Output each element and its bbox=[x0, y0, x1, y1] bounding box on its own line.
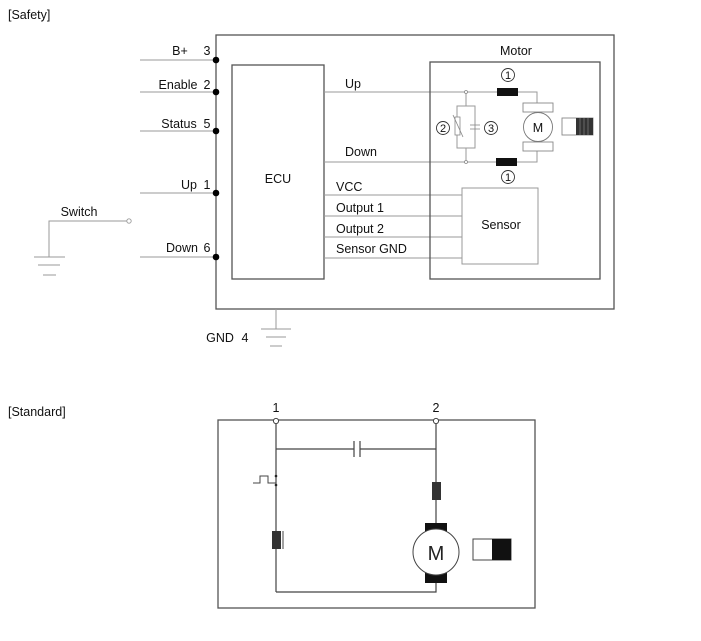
switch-contact-icon bbox=[126, 218, 132, 224]
motor-brush-bottom-icon bbox=[522, 141, 554, 152]
motor-block bbox=[429, 61, 601, 280]
pin-label-down: Down bbox=[166, 241, 198, 255]
terminal-1-label: 1 bbox=[273, 401, 280, 415]
output-label-sensor-gnd: Sensor GND bbox=[336, 242, 407, 256]
module-housing bbox=[215, 34, 615, 310]
pin-number-up: 1 bbox=[204, 178, 211, 192]
pin-dot-up bbox=[212, 189, 220, 197]
standard-module-housing bbox=[217, 419, 536, 609]
standard-magnet-icon bbox=[472, 538, 512, 561]
pin-label-enable: Enable bbox=[159, 78, 198, 92]
pin-number-enable: 2 bbox=[204, 78, 211, 92]
svg-text:1: 1 bbox=[505, 70, 511, 82]
standard-choke-left-icon bbox=[272, 531, 284, 549]
standard-choke-right-icon bbox=[432, 482, 441, 500]
varistor-icon bbox=[454, 116, 461, 136]
svg-text:M: M bbox=[428, 543, 445, 565]
pin-number-down: 6 bbox=[204, 241, 211, 255]
standard-wire-bottom bbox=[276, 583, 437, 593]
ground-label: GND bbox=[206, 331, 234, 345]
terminal-1-icon bbox=[272, 417, 280, 425]
pin-label-up: Up bbox=[181, 178, 197, 192]
switch: Switch bbox=[34, 205, 132, 276]
ecu-label: ECU bbox=[265, 172, 291, 186]
callout-varistor: 2 bbox=[436, 121, 450, 135]
terminal-2-icon bbox=[432, 417, 440, 425]
output-label-output2: Output 2 bbox=[336, 222, 384, 236]
output-label-up: Up bbox=[345, 77, 361, 91]
pin-dot-enable bbox=[212, 88, 220, 96]
svg-text:M: M bbox=[533, 121, 543, 135]
motor-brush-top-icon bbox=[522, 102, 554, 113]
connector-pins: B+ 3 Enable 2 Status 5 Up 1 Down 6 bbox=[140, 44, 220, 261]
switch-label: Switch bbox=[61, 205, 98, 219]
safety-section-title: [Safety] bbox=[8, 8, 50, 22]
pin-number-status: 5 bbox=[204, 117, 211, 131]
sensor-block bbox=[461, 187, 539, 265]
module-ground: GND 4 bbox=[206, 309, 291, 347]
ecu-block bbox=[231, 64, 325, 280]
choke-bottom-icon bbox=[496, 158, 517, 166]
standard-capacitor-icon bbox=[353, 441, 361, 457]
standard-motor-brush-top-icon bbox=[425, 523, 447, 533]
choke-top-icon bbox=[497, 88, 518, 96]
callout-choke-top: 1 bbox=[501, 68, 515, 82]
motor-wire-bottom bbox=[517, 151, 538, 163]
pin-number-bplus: 3 bbox=[204, 44, 211, 58]
pin-label-bplus: B+ bbox=[172, 44, 188, 58]
output-label-down: Down bbox=[345, 145, 377, 159]
svg-text:2: 2 bbox=[440, 123, 446, 135]
switch-ground-icon bbox=[34, 256, 65, 276]
sensor-label: Sensor bbox=[481, 218, 521, 232]
standard-section-title: [Standard] bbox=[8, 405, 66, 419]
ground-pin-number: 4 bbox=[242, 331, 249, 345]
pin-dot-status bbox=[212, 127, 220, 135]
pin-dot-down bbox=[212, 253, 220, 261]
motor-icon: M bbox=[523, 112, 553, 142]
capacitor-icon bbox=[470, 124, 480, 130]
ecu-outputs: Up Down VCC Output 1 Output 2 Sensor GND bbox=[324, 77, 497, 259]
callout-choke-bottom: 1 bbox=[501, 170, 515, 184]
standard-motor-brush-bottom-icon bbox=[425, 573, 447, 583]
pin-dot-bplus bbox=[212, 56, 220, 64]
callout-capacitor: 3 bbox=[484, 121, 498, 135]
ground-icon bbox=[261, 328, 291, 347]
suppression-network bbox=[452, 90, 480, 164]
motor-label: Motor bbox=[500, 44, 532, 58]
encoder-magnet-icon bbox=[561, 117, 594, 136]
output-label-vcc: VCC bbox=[336, 180, 362, 194]
svg-text:1: 1 bbox=[505, 172, 511, 184]
pin-label-status: Status bbox=[161, 117, 196, 131]
switch-wire bbox=[48, 220, 127, 257]
standard-motor-icon: M bbox=[412, 528, 460, 576]
output-label-output1: Output 1 bbox=[336, 201, 384, 215]
pulse-signal-icon bbox=[253, 474, 278, 487]
svg-text:3: 3 bbox=[488, 123, 494, 135]
motor-wire-top bbox=[518, 91, 538, 103]
terminal-2-label: 2 bbox=[433, 401, 440, 415]
